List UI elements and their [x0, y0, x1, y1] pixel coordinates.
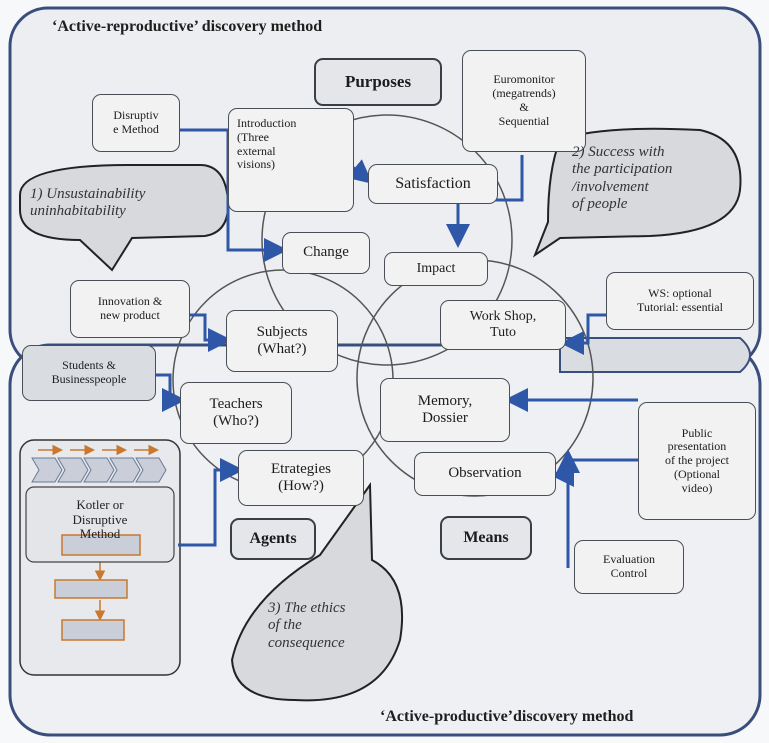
purposes-label: Purposes	[314, 58, 442, 106]
bubble-1-text: 1) Unsustainability uninhabitability	[30, 186, 146, 220]
top-method-title: ‘Active-reproductive’ discovery method	[52, 18, 323, 35]
orange-box-2	[54, 579, 128, 599]
evaluation-box: Evaluation Control	[574, 540, 684, 594]
impact-box: Impact	[384, 252, 488, 286]
bottom-method-title: ‘Active-productive’discovery method	[380, 708, 634, 725]
euromonitor-box: Euromonitor (megatrends) & Sequential	[462, 50, 586, 152]
orange-box-3	[61, 619, 125, 641]
teachers-box: Teachers (Who?)	[180, 382, 292, 444]
bubble-2-text: 2) Success with the participation /invol…	[572, 144, 673, 212]
disruptive-method-box: Disruptiv e Method	[92, 94, 180, 152]
satisfaction-box: Satisfaction	[368, 164, 498, 204]
introduction-box: Introduction (Three external visions)	[228, 108, 354, 212]
observation-box: Observation	[414, 452, 556, 496]
change-box: Change	[282, 232, 370, 274]
bubble-3-shape	[230, 481, 404, 702]
purposes-circle	[261, 114, 513, 366]
subjects-box: Subjects (What?)	[226, 310, 338, 372]
agents-label: Agents	[230, 518, 316, 560]
students-box: Students & Businesspeople	[22, 345, 156, 401]
innovation-box: Innovation & new product	[70, 280, 190, 338]
orange-box-1	[61, 534, 141, 556]
connector-band	[559, 337, 751, 373]
ws-optional-box: WS: optional Tutorial: essential	[606, 272, 754, 330]
bubble-3-text: 3) The ethics of the consequence	[268, 600, 346, 651]
bubble-2-shape	[532, 127, 742, 258]
public-presentation-box: Public presentation of the project (Opti…	[638, 402, 756, 520]
process-chevrons	[31, 457, 167, 483]
strategies-box: Etrategies (How?)	[238, 450, 364, 506]
kotler-label: Kotler or Disruptive Method	[72, 496, 128, 542]
orange-arrows	[38, 444, 159, 621]
memory-box: Memory, Dossier	[380, 378, 510, 442]
means-label: Means	[440, 516, 532, 560]
workshop-box: Work Shop, Tuto	[440, 300, 566, 350]
